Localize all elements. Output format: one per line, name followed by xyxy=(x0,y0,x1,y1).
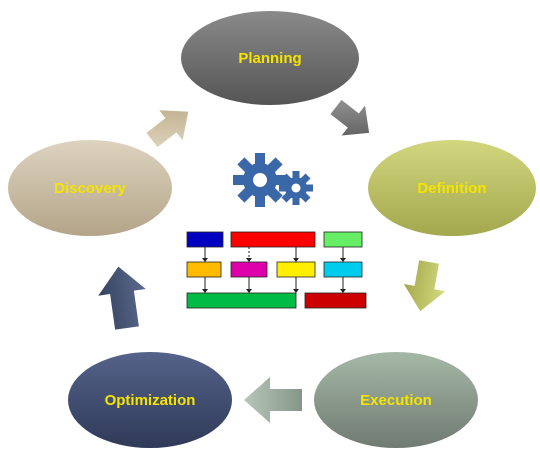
process-flow-chart-icon xyxy=(186,231,367,309)
arrow-discovery-to-planning xyxy=(146,110,189,148)
definition-ellipse xyxy=(368,140,536,236)
phase-execution: Execution xyxy=(314,352,478,448)
arrow-execution-to-optimization xyxy=(244,377,302,423)
arrow-definition-to-execution xyxy=(403,260,446,312)
flow-box xyxy=(323,261,363,278)
discovery-label: Discovery xyxy=(54,180,126,197)
flow-box xyxy=(186,261,222,278)
flow-box xyxy=(230,231,316,248)
flow-arrowheads xyxy=(202,258,346,293)
flow-box xyxy=(186,292,297,309)
discovery-ellipse xyxy=(8,140,172,236)
flow-box xyxy=(323,231,363,248)
definition-label: Definition xyxy=(417,180,486,197)
arrow-planning-to-definition xyxy=(330,99,370,136)
small-gear-icon xyxy=(279,171,313,205)
gears-icon xyxy=(233,153,313,207)
execution-ellipse xyxy=(314,352,478,448)
planning-label: Planning xyxy=(238,50,301,67)
arrow-optimization-to-discovery xyxy=(98,266,146,330)
phase-discovery: Discovery xyxy=(8,140,172,236)
large-gear-icon xyxy=(233,153,287,207)
planning-ellipse xyxy=(181,11,359,105)
flow-connectors xyxy=(204,247,344,291)
phase-planning: Planning xyxy=(181,11,359,105)
optimization-label: Optimization xyxy=(105,392,196,409)
phase-definition: Definition xyxy=(368,140,536,236)
flow-box xyxy=(276,261,316,278)
execution-label: Execution xyxy=(360,392,432,409)
flow-box xyxy=(186,231,224,248)
flow-box xyxy=(304,292,367,309)
flow-box xyxy=(230,261,268,278)
optimization-ellipse xyxy=(68,352,232,448)
phase-optimization: Optimization xyxy=(68,352,232,448)
